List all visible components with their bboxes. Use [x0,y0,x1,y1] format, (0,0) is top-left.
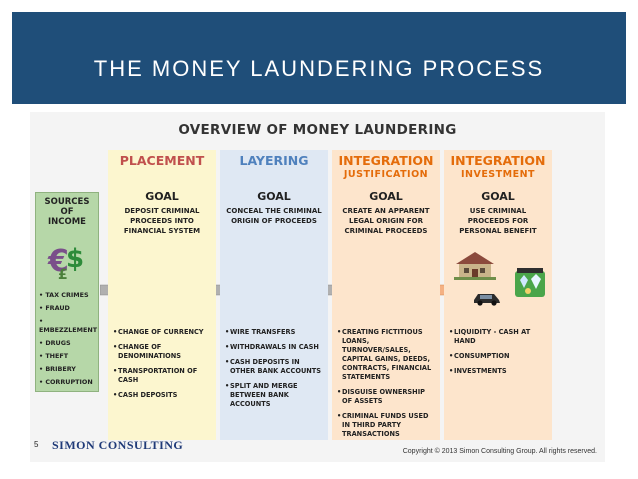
page-number: 5 [34,440,39,449]
list-item: Consumption [449,352,549,361]
list-item: • Fraud [39,304,70,312]
currency-symbols-icon: € $ £ [47,244,84,281]
methods-list: Change of Currency Change of Denominatio… [113,328,213,406]
goal-description: Use Criminal Proceeds for Personal Benef… [459,207,537,235]
column-heading: LAYERING [239,153,309,168]
goal-label: GOAL [369,190,403,203]
column-heading: INTEGRATION [338,153,434,168]
integration-justification-column: INTEGRATION JUSTIFICATION GOAL Create an… [332,150,440,440]
placement-column: PLACEMENT GOAL Deposit Criminal Proceeds… [108,150,216,440]
sources-of-income-box: SOURCES OF INCOME € $ £ • Tax Crimes • F… [35,192,99,392]
goal-label: GOAL [481,190,515,203]
diagram-heading: OVERVIEW OF MONEY LAUNDERING [178,122,457,138]
goal-description: Conceal the Criminal Origin of Proceeds [226,207,322,225]
column-subheading: JUSTIFICATION [343,169,429,180]
list-item: • Theft [39,352,69,360]
goal-label: GOAL [145,190,179,203]
sources-title: SOURCES OF INCOME [44,197,90,227]
sources-list: • Tax Crimes • Fraud • Embezzlement • Dr… [39,291,98,391]
list-item: • Tax Crimes [39,291,89,299]
slide-title: THE MONEY LAUNDERING PROCESS [93,56,545,81]
list-item: • Bribery [39,365,76,373]
methods-list: Creating Fictitious Loans, Turnover/Sale… [337,328,437,445]
list-item: Split and Merge Between Bank Accounts [225,382,325,409]
list-item: • Corruption [39,378,93,386]
gems-icon [515,268,545,297]
house-icon [454,252,496,280]
list-item: • Drugs [39,339,71,347]
list-item: Cash Deposits in Other Bank Accounts [225,358,325,376]
svg-text:$: $ [66,244,84,274]
goal-description: Deposit Criminal Proceeds into Financial… [123,207,201,235]
methods-list: Wire Transfers Withdrawals in Cash Cash … [225,328,325,415]
list-item: Investments [449,367,549,376]
title-bar: THE MONEY LAUNDERING PROCESS [12,12,626,104]
list-item: Withdrawals in Cash [225,343,325,352]
list-item: Wire Transfers [225,328,325,337]
list-item: • Embezzlement [39,317,98,334]
car-icon [474,294,500,306]
list-item: Change of Denominations [113,343,213,361]
methods-list: Liquidity - Cash at Hand Consumption Inv… [449,328,549,382]
copyright-notice: Copyright © 2013 Simon Consulting Group.… [402,448,597,455]
column-heading: INTEGRATION [450,153,546,168]
svg-text:€: € [47,244,69,279]
goal-label: GOAL [257,190,291,203]
goal-description: Create an Apparent Legal Origin for Crim… [342,207,430,235]
list-item: Criminal Funds Used in Third Party Trans… [337,412,437,439]
column-subheading: INVESTMENT [460,169,536,180]
list-item: Cash Deposits [113,391,213,400]
column-heading: PLACEMENT [119,153,205,168]
diagram-image: OVERVIEW OF MONEY LAUNDERING SOURCES OF … [30,112,605,462]
list-item: Change of Currency [113,328,213,337]
company-logo: SIMON CONSULTING [52,438,184,452]
list-item: Disguise Ownership of Assets [337,388,437,406]
layering-column: LAYERING GOAL Conceal the Criminal Origi… [220,150,328,440]
list-item: Creating Fictitious Loans, Turnover/Sale… [337,328,437,382]
svg-text:£: £ [58,267,68,281]
list-item: Liquidity - Cash at Hand [449,328,549,346]
list-item: Transportation of Cash [113,367,213,385]
integration-investment-column: INTEGRATION INVESTMENT GOAL Use Criminal… [444,150,552,440]
